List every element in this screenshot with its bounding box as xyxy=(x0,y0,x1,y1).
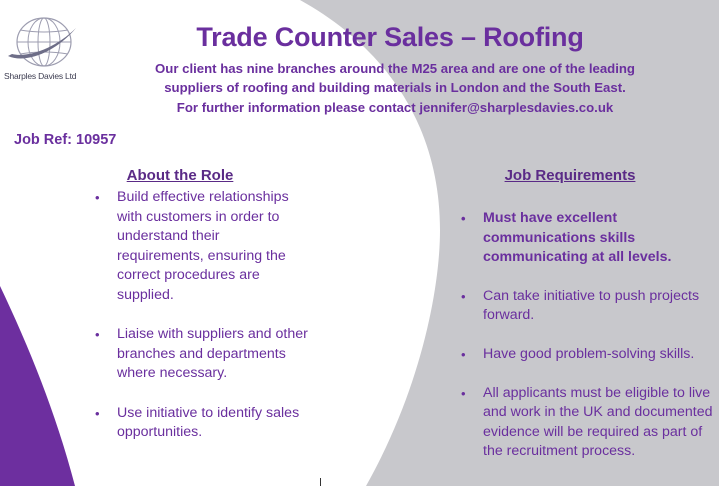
list-item-text: Must have excellent communications skill… xyxy=(483,210,672,266)
list-item: • Liaise with suppliers and other branche… xyxy=(93,325,308,384)
page-title: Trade Counter Sales – Roofing xyxy=(196,22,584,52)
list-item: • Build effective relationships with cust… xyxy=(93,188,308,306)
list-item-text: Liaise with suppliers and other branches… xyxy=(117,326,308,382)
list-item-text: Can take initiative to push projects for… xyxy=(483,287,700,324)
company-logo: Sharples Davies Ltd xyxy=(4,14,84,84)
about-role-list: • Build effective relationships with cust… xyxy=(93,188,308,462)
bullet-icon: • xyxy=(95,327,100,343)
bullet-icon: • xyxy=(461,385,466,401)
globe-swoosh-icon xyxy=(8,17,76,67)
list-item: • All applicants must be eligible to live… xyxy=(459,384,719,462)
intro-line: For further information please contact j… xyxy=(176,99,614,115)
intro-line: suppliers of roofing and building materi… xyxy=(164,80,626,96)
list-item: • Have good problem-solving skills. xyxy=(459,345,719,365)
job-requirements-heading: Job Requirements xyxy=(504,167,636,184)
bullet-icon: • xyxy=(95,190,100,205)
logo-text: Sharples Davies Ltd xyxy=(4,71,77,81)
intro-line: Our client has nine branches around the … xyxy=(155,61,635,76)
purple-corner-shape xyxy=(0,286,75,486)
text-cursor xyxy=(320,478,321,486)
bullet-icon: • xyxy=(461,288,466,304)
bullet-icon: • xyxy=(461,211,466,226)
list-item: • Use initiative to identify sales opport… xyxy=(93,404,308,443)
list-item: • Must have excellent communications skil… xyxy=(459,209,719,268)
list-item-text: Build effective relationships with custo… xyxy=(117,189,289,303)
job-reference: Job Ref: 10957 xyxy=(14,132,117,148)
grey-crescent-band xyxy=(300,0,719,486)
job-requirements-list: • Must have excellent communications skil… xyxy=(459,209,719,481)
list-item-text: Have good problem-solving skills. xyxy=(483,345,695,362)
about-role-heading: About the Role xyxy=(126,167,234,184)
list-item-text: Use initiative to identify sales opportu… xyxy=(117,404,300,441)
bullet-icon: • xyxy=(95,405,100,421)
bullet-icon: • xyxy=(461,346,466,362)
list-item-text: All applicants must be eligible to live … xyxy=(483,384,713,460)
list-item: • Can take initiative to push projects fo… xyxy=(459,287,719,326)
intro-text: Our client has nine branches around the … xyxy=(100,59,690,117)
